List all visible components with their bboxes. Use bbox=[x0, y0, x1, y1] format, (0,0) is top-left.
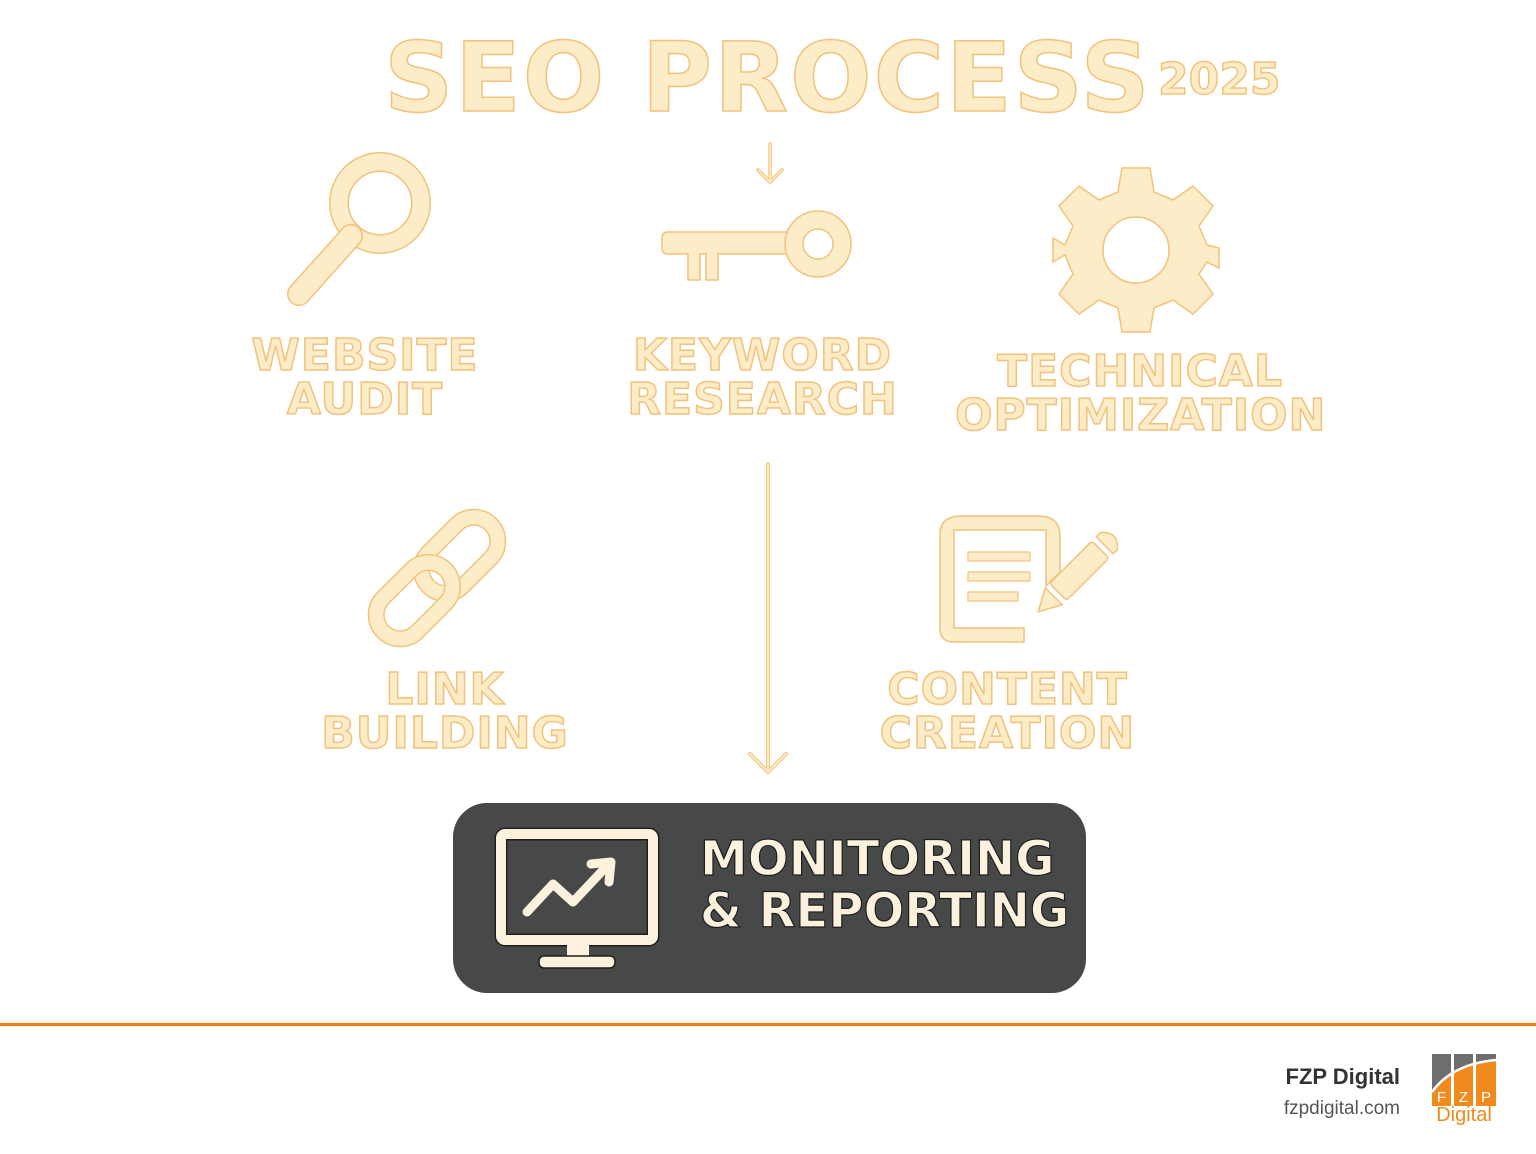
monitor-trend-icon bbox=[494, 827, 660, 969]
chain-link-icon bbox=[367, 508, 507, 648]
logo-wordmark: Digital bbox=[1436, 1104, 1492, 1126]
step-label-line: WEBSITE bbox=[251, 330, 479, 381]
title-year: 2025 bbox=[1157, 54, 1281, 105]
magnifier-icon bbox=[287, 152, 431, 306]
logo-letter: P bbox=[1481, 1089, 1491, 1106]
step-label-line: OPTIMIZATION bbox=[954, 390, 1327, 441]
step-label-link-building: LINK BUILDING bbox=[320, 664, 570, 759]
final-step-label: MONITORING & REPORTING bbox=[699, 831, 1070, 939]
logo-letter: F bbox=[1437, 1089, 1446, 1106]
brand-logo-icon: F Z P bbox=[1432, 1054, 1496, 1106]
step-label-line: BUILDING bbox=[320, 708, 569, 759]
logo-letter: Z bbox=[1459, 1089, 1468, 1106]
step-label-line: LINK bbox=[385, 664, 505, 715]
step-label-line: RESEARCH bbox=[626, 374, 898, 425]
arrow-down-long-icon bbox=[748, 462, 788, 774]
gear-icon bbox=[1052, 167, 1220, 333]
step-label-line: AUDIT bbox=[286, 374, 444, 425]
final-step-label-line: & REPORTING bbox=[699, 882, 1070, 939]
footer-divider bbox=[0, 1023, 1536, 1026]
step-label-keyword-research: KEYWORD RESEARCH bbox=[620, 330, 905, 425]
page-title: SEO PROCESS bbox=[383, 22, 1152, 134]
step-label-technical-optimization: TECHNICAL OPTIMIZATION bbox=[954, 346, 1327, 441]
step-label-line: CREATION bbox=[879, 708, 1136, 759]
arrow-down-icon bbox=[756, 142, 784, 184]
key-icon bbox=[661, 210, 852, 281]
step-label-line: TECHNICAL bbox=[996, 346, 1283, 397]
brand-url[interactable]: fzpdigital.com bbox=[1283, 1098, 1400, 1119]
step-label-line: CONTENT bbox=[887, 664, 1128, 715]
final-step-label-line: MONITORING bbox=[699, 831, 1055, 887]
step-label-website-audit: WEBSITE AUDIT bbox=[235, 330, 495, 425]
step-label-line: KEYWORD bbox=[632, 330, 893, 381]
step-label-content-creation: CONTENT CREATION bbox=[875, 664, 1140, 759]
document-pencil-icon bbox=[939, 515, 1119, 643]
brand-name: FZP Digital bbox=[1285, 1064, 1401, 1089]
